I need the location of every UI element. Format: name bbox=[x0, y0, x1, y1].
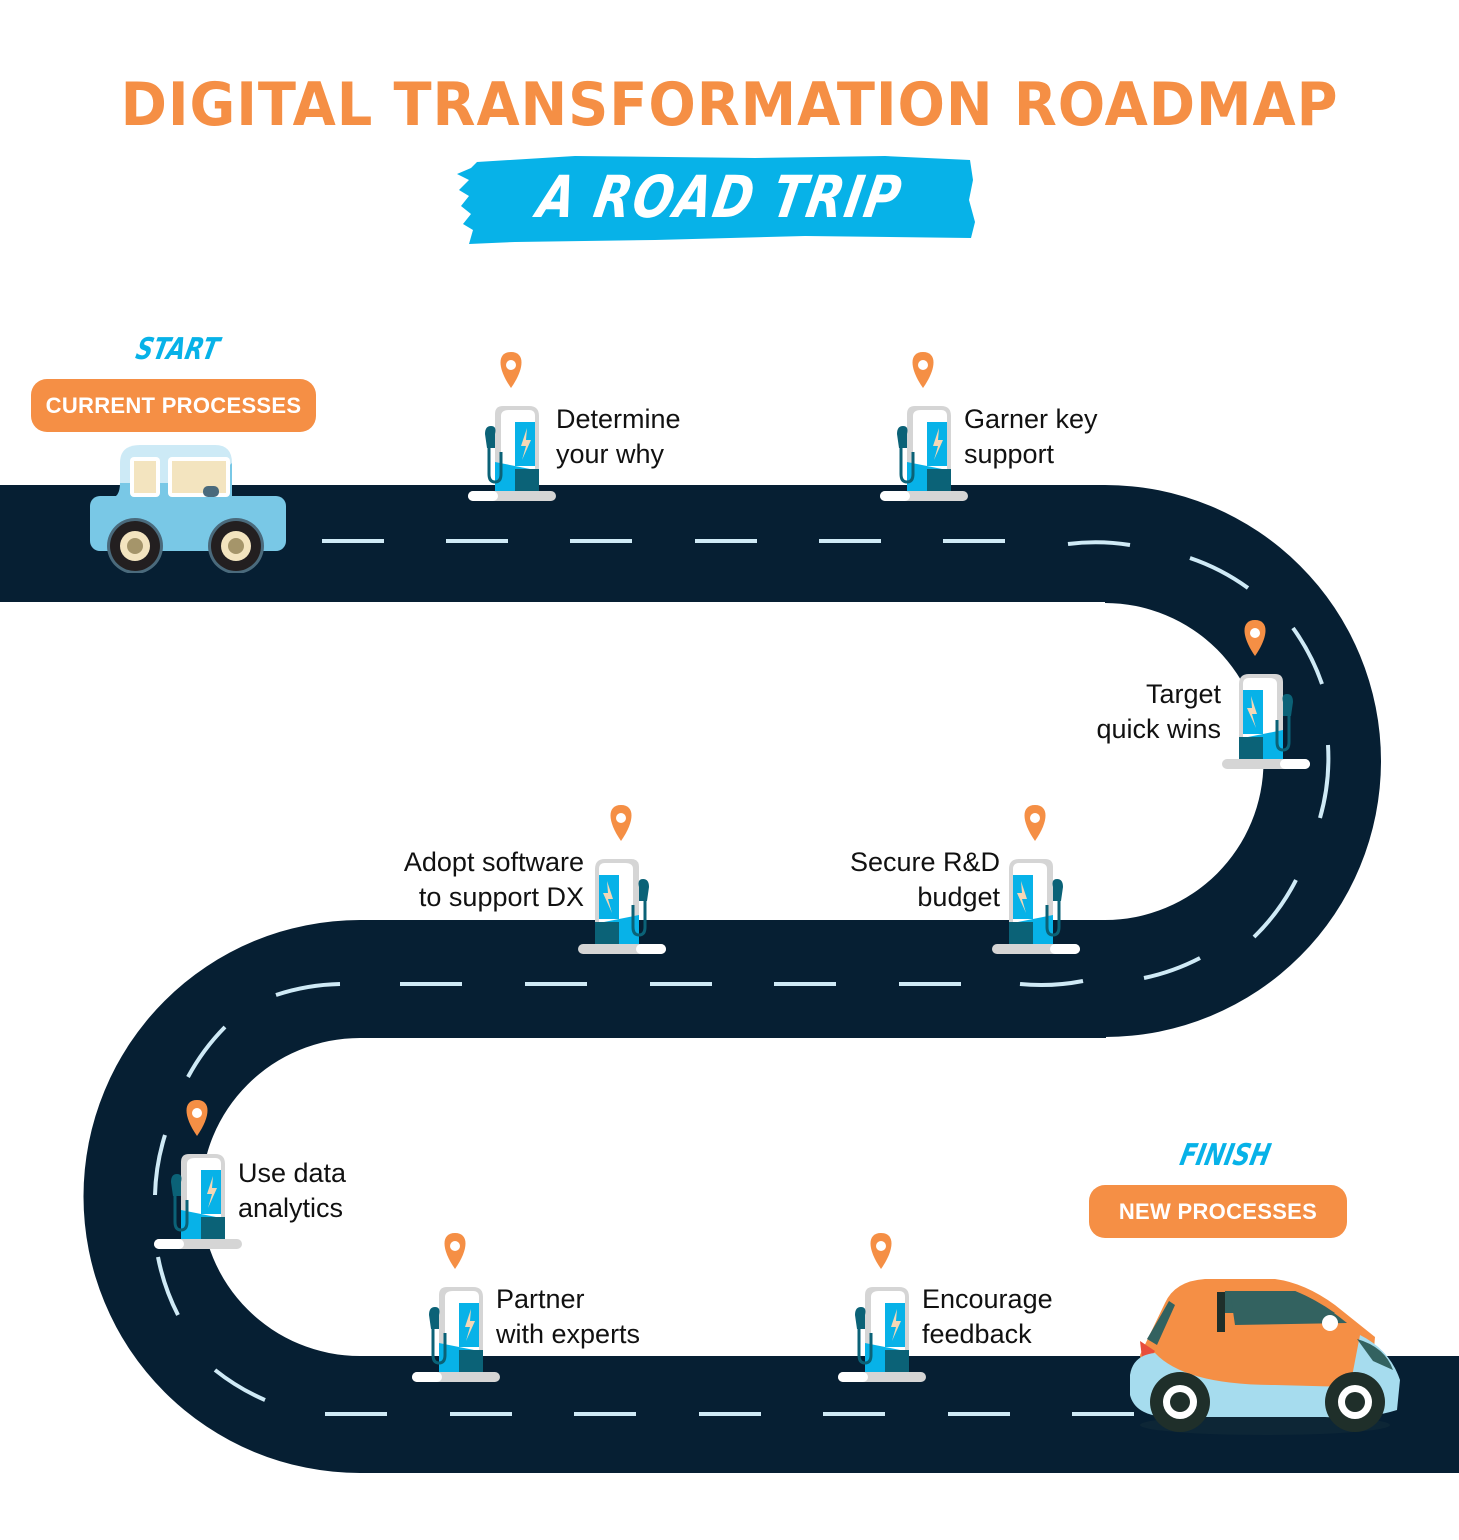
ev-charging-station-icon bbox=[838, 1233, 926, 1382]
stop-label-8: Encourage feedback bbox=[922, 1284, 1053, 1349]
map-pin-icon bbox=[870, 1233, 892, 1269]
stop-label-3: Target quick wins bbox=[1096, 679, 1221, 744]
start-label: START bbox=[132, 332, 223, 367]
map-pin-icon bbox=[444, 1233, 466, 1269]
ev-charging-station-icon bbox=[880, 352, 968, 501]
map-pin-icon bbox=[1024, 805, 1046, 841]
roadmap-stop bbox=[411, 1233, 501, 1383]
brush-stroke-background bbox=[457, 156, 975, 244]
stop-label-4: Secure R&D budget bbox=[849, 847, 1000, 912]
roadmap-stop bbox=[577, 805, 667, 955]
map-pin-icon bbox=[610, 805, 632, 841]
map-pin-icon bbox=[912, 352, 934, 388]
roadmap-stop bbox=[1221, 620, 1311, 770]
stop-label-5: Adopt software to support DX bbox=[403, 847, 584, 912]
stop-label-1: Determine your why bbox=[556, 404, 681, 469]
stop-label-7: Partner with experts bbox=[496, 1284, 641, 1349]
roadmap-stop bbox=[837, 1233, 927, 1383]
orange-car-icon bbox=[1130, 1279, 1400, 1435]
ev-charging-station-icon bbox=[992, 859, 1080, 954]
map-pin-icon bbox=[1244, 620, 1266, 656]
page-title: DIGITAL TRANSFORMATION ROADMAP bbox=[120, 70, 1339, 140]
roadmap-stop bbox=[467, 352, 557, 502]
stop-label-6: Use data analytics bbox=[238, 1158, 347, 1223]
blue-car-icon bbox=[90, 445, 286, 573]
ev-charging-station-icon bbox=[1222, 674, 1310, 769]
start-badge: CURRENT PROCESSES bbox=[31, 379, 316, 432]
finish-label: FINISH bbox=[1176, 1138, 1274, 1173]
roadmap-stop bbox=[991, 805, 1081, 955]
lane-markings bbox=[153, 539, 1331, 1416]
roadmap-stop bbox=[153, 1100, 243, 1250]
map-pin-icon bbox=[186, 1100, 208, 1136]
roadmap-stop bbox=[879, 352, 969, 502]
finish-badge: NEW PROCESSES bbox=[1089, 1185, 1347, 1238]
ev-charging-station-icon bbox=[412, 1233, 500, 1382]
ev-charging-station-icon bbox=[578, 859, 666, 954]
stop-label-2: Garner key support bbox=[964, 404, 1098, 469]
ev-charging-station-icon bbox=[154, 1100, 242, 1249]
map-pin-icon bbox=[500, 352, 522, 388]
ev-charging-station-icon bbox=[468, 352, 556, 501]
subtitle-banner: A ROAD TRIP bbox=[455, 150, 985, 245]
